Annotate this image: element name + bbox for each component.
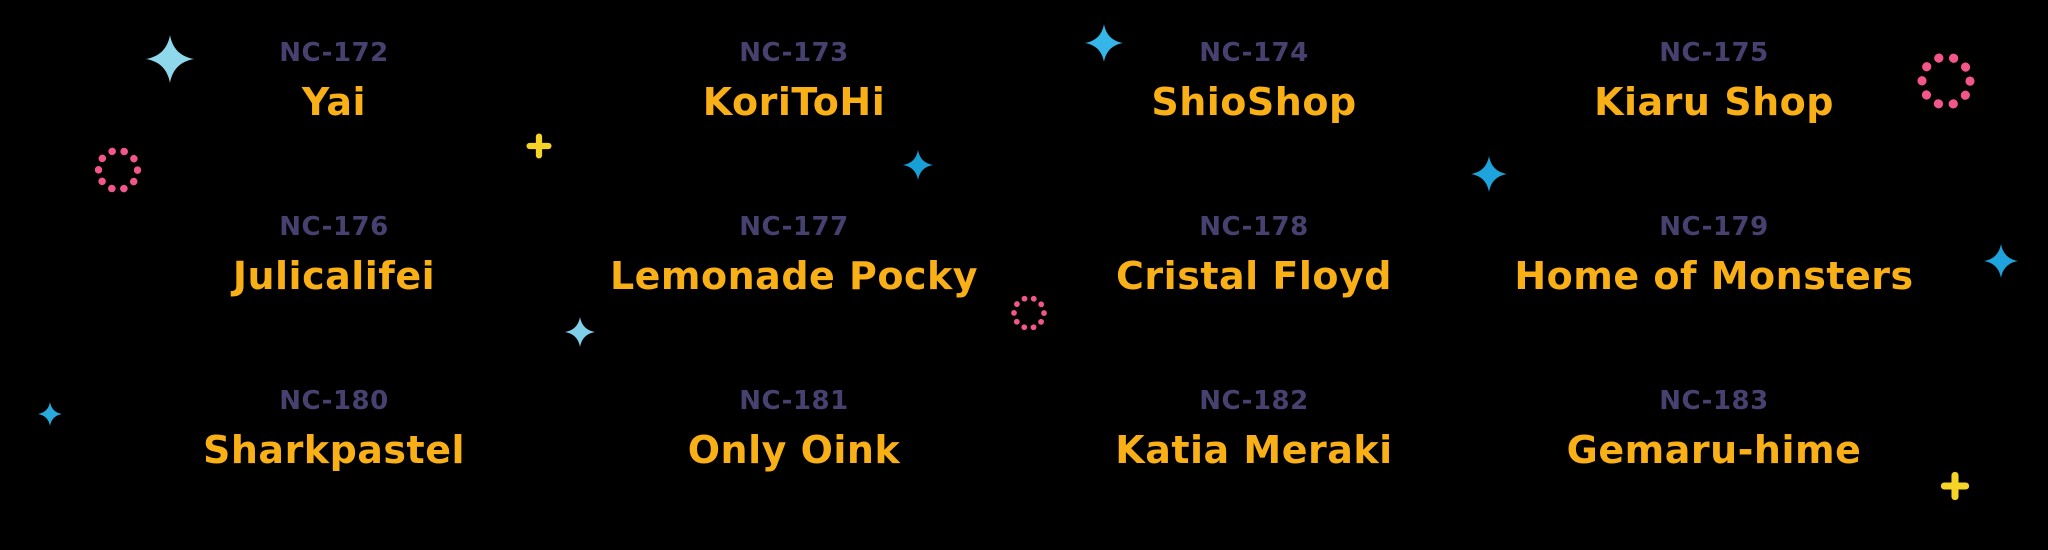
booth-code: NC-173 [739, 38, 849, 68]
booth-entry: NC-181 Only Oink [564, 388, 1024, 550]
booth-code: NC-177 [739, 212, 849, 242]
booth-entry: NC-175 Kiaru Shop [1484, 40, 1944, 214]
booth-name: ShioShop [1151, 80, 1357, 124]
booth-name: Gemaru-hime [1566, 428, 1862, 472]
booth-entry: NC-177 Lemonade Pocky [564, 214, 1024, 388]
booth-entry: NC-178 Cristal Floyd [1024, 214, 1484, 388]
booth-name: Only Oink [687, 428, 901, 472]
sparkle-icon [38, 402, 62, 426]
booth-code: NC-176 [279, 212, 389, 242]
booth-entry: NC-174 ShioShop [1024, 40, 1484, 214]
booth-name: Lemonade Pocky [609, 254, 979, 298]
booth-code: NC-172 [279, 38, 389, 68]
booth-entry: NC-172 Yai [104, 40, 564, 214]
booth-name: Cristal Floyd [1116, 254, 1392, 298]
booth-entry: NC-182 Katia Meraki [1024, 388, 1484, 550]
booth-entry: NC-180 Sharkpastel [104, 388, 564, 550]
booth-entry: NC-173 KoriToHi [564, 40, 1024, 214]
sparkle-icon [1984, 244, 2018, 278]
booth-entry: NC-176 Julicalifei [104, 214, 564, 388]
booth-name: Julicalifei [232, 254, 436, 298]
booth-code: NC-183 [1659, 386, 1769, 416]
booth-name: Sharkpastel [203, 428, 465, 472]
booth-code: NC-182 [1199, 386, 1309, 416]
booth-name: Kiaru Shop [1594, 80, 1834, 124]
booth-code: NC-180 [279, 386, 389, 416]
booth-code: NC-178 [1199, 212, 1309, 242]
booth-entry: NC-179 Home of Monsters [1484, 214, 1944, 388]
booth-code: NC-174 [1199, 38, 1309, 68]
booth-name: Yai [301, 80, 367, 124]
booth-name: KoriToHi [702, 80, 886, 124]
booth-code: NC-181 [739, 386, 849, 416]
booth-entry: NC-183 Gemaru-hime [1484, 388, 1944, 550]
booth-code: NC-179 [1659, 212, 1769, 242]
booth-code: NC-175 [1659, 38, 1769, 68]
booth-name: Home of Monsters [1514, 254, 1914, 298]
booth-name: Katia Meraki [1115, 428, 1393, 472]
booth-grid: NC-172 Yai NC-173 KoriToHi NC-174 ShioSh… [104, 40, 1944, 550]
